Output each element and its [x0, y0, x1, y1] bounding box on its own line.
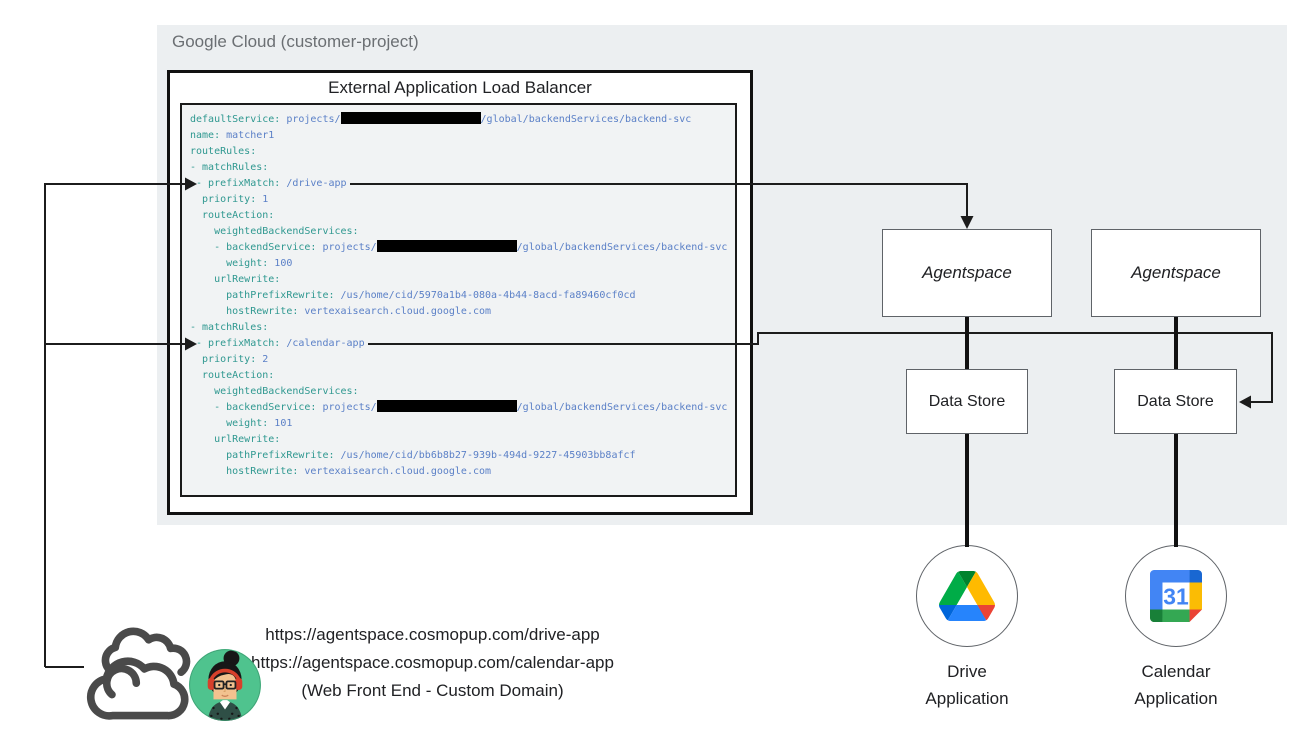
code-line: priority: 1	[190, 192, 727, 208]
code-line: weight: 100	[190, 256, 727, 272]
code-line: urlRewrite:	[190, 272, 727, 288]
code-line: - prefixMatch: /drive-app	[190, 176, 727, 192]
yaml-value: /calendar-app	[280, 338, 365, 349]
code-line: hostRewrite: vertexaisearch.cloud.google…	[190, 304, 727, 320]
code-line: - backendService: projects/ /global/backe…	[190, 240, 727, 256]
drive-app-label-line2: Application	[925, 689, 1009, 708]
yaml-value: 1	[256, 194, 269, 205]
calendar-app-label: Calendar Application	[1096, 658, 1256, 712]
data-store-box-calendar: Data Store	[1114, 369, 1237, 434]
code-line: pathPrefixRewrite: /us/home/cid/5970a1b4…	[190, 288, 727, 304]
google-drive-icon	[939, 571, 995, 621]
yaml-value: /us/home/cid/bb6b8b27-939b-494d-9227-459…	[334, 450, 636, 461]
yaml-value: 100	[268, 258, 293, 269]
code-line: defaultService: projects/ /global/backend…	[190, 112, 727, 128]
code-block: defaultService: projects/ /global/backend…	[180, 103, 737, 497]
yaml-key: routeAction:	[190, 210, 275, 221]
yaml-key: name:	[190, 130, 221, 141]
yaml-value: /global/backendServices/backend-svc	[516, 242, 728, 253]
data-store-label: Data Store	[928, 392, 1006, 410]
code-line: urlRewrite:	[190, 432, 727, 448]
data-store-label: Data Store	[1137, 392, 1214, 410]
yaml-key: - prefixMatch:	[190, 178, 281, 189]
yaml-value: /global/backendServices/backend-svc	[480, 114, 692, 125]
yaml-key: - backendService:	[190, 402, 317, 413]
yaml-key: hostRewrite:	[190, 306, 299, 317]
code-line: pathPrefixRewrite: /us/home/cid/bb6b8b27…	[190, 448, 727, 464]
code-line: - backendService: projects/ /global/backe…	[190, 400, 727, 416]
agentspace-label: Agentspace	[922, 263, 1012, 282]
code-line: hostRewrite: vertexaisearch.cloud.google…	[190, 464, 727, 480]
yaml-value: projects/	[280, 114, 341, 125]
yaml-value: /us/home/cid/5970a1b4-080a-4b44-8acd-fa8…	[334, 290, 636, 301]
drive-app-circle	[916, 545, 1018, 647]
calendar-app-label-line1: Calendar	[1141, 662, 1211, 681]
agentspace-box-drive: Agentspace	[882, 229, 1052, 317]
yaml-key: weight:	[190, 418, 269, 429]
yaml-key: urlRewrite:	[190, 434, 281, 445]
yaml-value: matcher1	[220, 130, 275, 141]
yaml-key: defaultService:	[190, 114, 281, 125]
yaml-key: priority:	[190, 194, 257, 205]
code-line: - matchRules:	[190, 320, 727, 336]
code-line: routeRules:	[190, 144, 727, 160]
yaml-key: - matchRules:	[190, 162, 269, 173]
yaml-value: /drive-app	[280, 178, 347, 189]
code-line: name: matcher1	[190, 128, 727, 144]
code-line: - prefixMatch: /calendar-app	[190, 336, 727, 352]
yaml-key: weightedBackendServices:	[190, 386, 359, 397]
drive-app-label: Drive Application	[887, 658, 1047, 712]
calendar-app-circle: 31	[1125, 545, 1227, 647]
yaml-key: urlRewrite:	[190, 274, 281, 285]
yaml-key: priority:	[190, 354, 257, 365]
yaml-value: 101	[268, 418, 293, 429]
yaml-value: projects/	[316, 242, 377, 253]
data-store-box-drive: Data Store	[906, 369, 1028, 434]
load-balancer-title: External Application Load Balancer	[328, 78, 592, 97]
frontend-urls: https://agentspace.cosmopup.com/drive-ap…	[205, 621, 660, 677]
frontend-text-block: https://agentspace.cosmopup.com/drive-ap…	[205, 621, 660, 705]
code-line: routeAction:	[190, 368, 727, 384]
cloud-icon	[80, 626, 204, 728]
frontend-caption: (Web Front End - Custom Domain)	[301, 681, 564, 700]
yaml-key: - backendService:	[190, 242, 317, 253]
yaml-key: - prefixMatch:	[190, 338, 281, 349]
drive-app-label-line1: Drive	[947, 662, 987, 681]
redacted-project-id	[376, 400, 517, 412]
calendar-app-label-line2: Application	[1134, 689, 1218, 708]
yaml-key: hostRewrite:	[190, 466, 299, 477]
user-avatar	[189, 649, 261, 721]
yaml-key: weightedBackendServices:	[190, 226, 359, 237]
yaml-value: vertexaisearch.cloud.google.com	[298, 466, 492, 477]
frontend-url: https://agentspace.cosmopup.com/calendar…	[251, 653, 614, 672]
yaml-key: pathPrefixRewrite:	[190, 450, 335, 461]
yaml-key: routeRules:	[190, 146, 257, 157]
code-line: - matchRules:	[190, 160, 727, 176]
yaml-value: projects/	[316, 402, 377, 413]
frontend-url: https://agentspace.cosmopup.com/drive-ap…	[265, 625, 600, 644]
yaml-key: routeAction:	[190, 370, 275, 381]
yaml-key: pathPrefixRewrite:	[190, 290, 335, 301]
google-cloud-label: Google Cloud (customer-project)	[172, 32, 419, 51]
code-line: routeAction:	[190, 208, 727, 224]
google-calendar-icon: 31	[1150, 570, 1202, 622]
redacted-project-id	[376, 240, 517, 252]
agentspace-label: Agentspace	[1131, 263, 1221, 282]
code-line: weight: 101	[190, 416, 727, 432]
yaml-value: vertexaisearch.cloud.google.com	[298, 306, 492, 317]
code-line: weightedBackendServices:	[190, 384, 727, 400]
agentspace-box-calendar: Agentspace	[1091, 229, 1261, 317]
yaml-value: /global/backendServices/backend-svc	[516, 402, 728, 413]
code-line: weightedBackendServices:	[190, 224, 727, 240]
redacted-project-id	[340, 112, 481, 124]
code-line: priority: 2	[190, 352, 727, 368]
yaml-key: - matchRules:	[190, 322, 269, 333]
yaml-value: 2	[256, 354, 269, 365]
calendar-day-number: 31	[1163, 584, 1189, 610]
yaml-key: weight:	[190, 258, 269, 269]
